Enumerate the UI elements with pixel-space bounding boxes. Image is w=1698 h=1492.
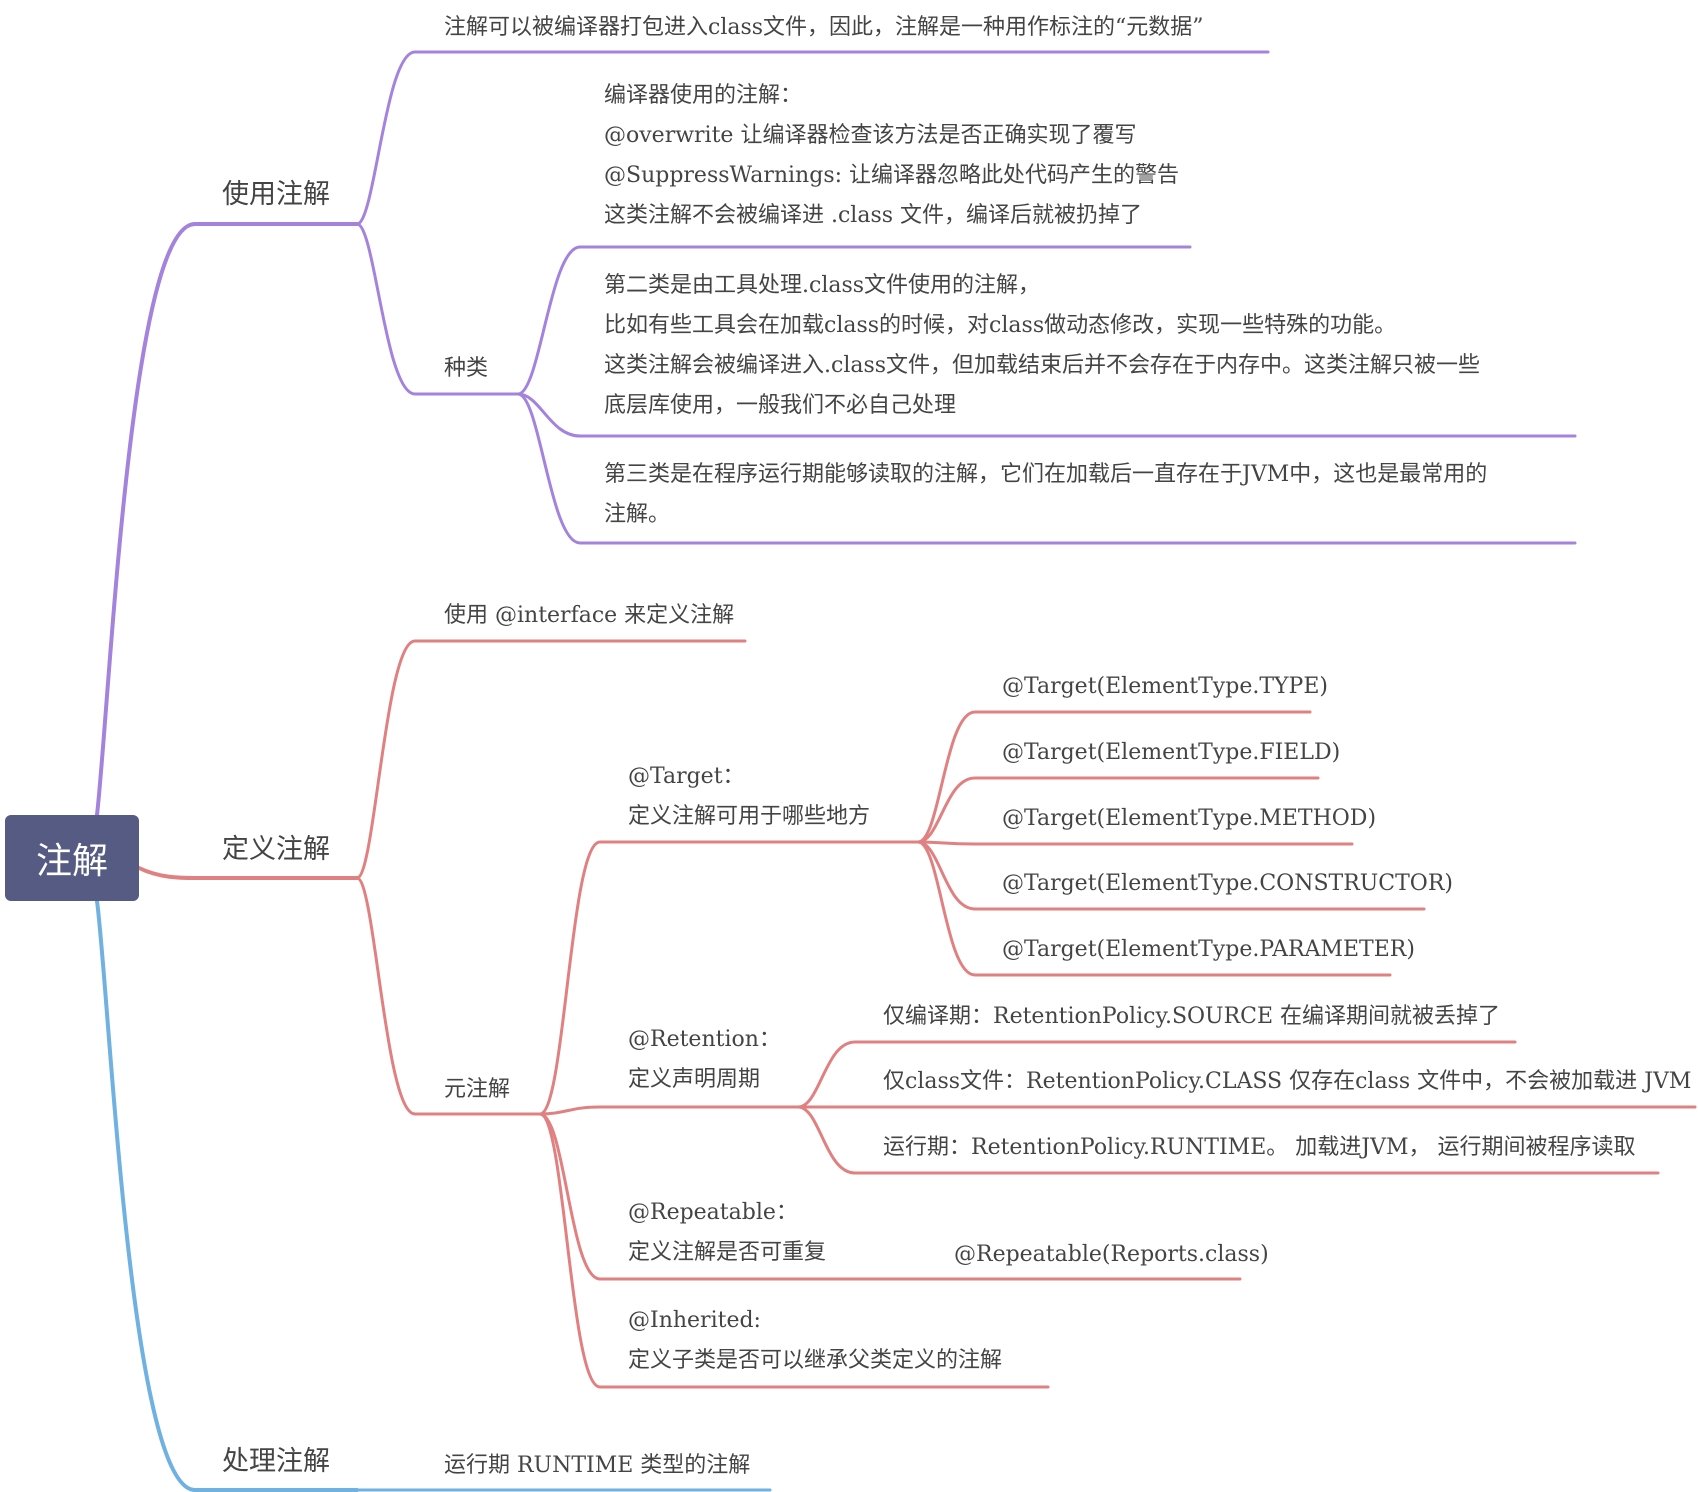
node-target-constructor[interactable]: @Target(ElementType.CONSTRUCTOR) — [1002, 871, 1453, 896]
tool-line-3: 这类注解会被编译进入.class文件，但加载结束后并不会存在于内存中。这类注解只… — [604, 353, 1481, 378]
node-repeatable-example[interactable]: @Repeatable(Reports.class) — [954, 1242, 1269, 1267]
node-process[interactable]: 处理注解 — [222, 1446, 330, 1477]
node-kinds-runtime[interactable]: 第三类是在程序运行期能够读取的注解，它们在加载后一直存在于JVM中，这也是最常用… — [604, 455, 1487, 535]
target-line-2: 定义注解可用于哪些地方 — [628, 804, 871, 829]
node-target-field[interactable]: @Target(ElementType.FIELD) — [1002, 740, 1341, 765]
node-inherited[interactable]: @Inherited: 定义子类是否可以继承父类定义的注解 — [628, 1301, 1002, 1381]
connector-kinds-tool — [516, 392, 1577, 438]
compiler-line-4: 这类注解不会被编译进 .class 文件，编译后就被扔掉了 — [604, 203, 1143, 228]
connector-kinds-compiler — [516, 245, 1192, 396]
node-target-parameter[interactable]: @Target(ElementType.PARAMETER) — [1002, 937, 1415, 962]
connector-define-interface — [355, 639, 747, 880]
connector-target-method — [916, 840, 1354, 846]
node-process-note[interactable]: 运行期 RUNTIME 类型的注解 — [444, 1453, 751, 1478]
connector-target-parameter — [916, 840, 1392, 977]
tool-line-2: 比如有些工具会在加载class的时候，对class做动态修改，实现一些特殊的功能… — [604, 313, 1397, 338]
root-node[interactable]: 注解 — [5, 815, 139, 901]
connector-meta-inherited — [538, 1112, 1050, 1389]
connector-retention-runtime — [796, 1105, 1660, 1175]
connector-meta-target — [538, 840, 920, 1116]
repeatable-line-2: 定义注解是否可重复 — [628, 1240, 827, 1265]
connector-target-field — [916, 776, 1320, 844]
connector-retention-source — [796, 1040, 1517, 1109]
node-kinds[interactable]: 种类 — [444, 356, 489, 381]
node-interface-note[interactable]: 使用 @interface 来定义注解 — [444, 603, 735, 628]
repeatable-line-1: @Repeatable： — [628, 1200, 798, 1225]
tool-line-4: 底层库使用，一般我们不必自己处理 — [604, 393, 957, 418]
connector-root-process — [95, 899, 359, 1492]
retention-line-1: @Retention： — [628, 1027, 781, 1052]
connector-root-define — [137, 866, 359, 880]
node-target-type[interactable]: @Target(ElementType.TYPE) — [1002, 674, 1328, 699]
node-retention-runtime[interactable]: 运行期：RetentionPolicy.RUNTIME。 加载进JVM， 运行期… — [883, 1135, 1636, 1160]
tool-line-1: 第二类是由工具处理.class文件使用的注解， — [604, 273, 1041, 298]
connector-kinds-runtime — [516, 392, 1577, 545]
connector-root-usage — [95, 222, 359, 817]
node-kinds-tool[interactable]: 第二类是由工具处理.class文件使用的注解， 比如有些工具会在加载class的… — [604, 266, 1480, 426]
compiler-line-3: @SuppressWarnings: 让编译器忽略此处代码产生的警告 — [604, 163, 1180, 188]
runtime-line-1: 第三类是在程序运行期能够读取的注解，它们在加载后一直存在于JVM中，这也是最常用… — [604, 462, 1488, 487]
node-repeatable[interactable]: @Repeatable： 定义注解是否可重复 — [628, 1193, 826, 1273]
node-define[interactable]: 定义注解 — [222, 834, 330, 865]
inherited-line-2: 定义子类是否可以继承父类定义的注解 — [628, 1348, 1003, 1373]
connector-usage-kinds — [355, 222, 520, 396]
connector-usage-note — [355, 50, 1270, 226]
node-retention-source[interactable]: 仅编译期：RetentionPolicy.SOURCE 在编译期间就被丢掉了 — [883, 1004, 1501, 1029]
connector-meta-retention — [538, 1105, 800, 1116]
connector-target-type — [916, 710, 1312, 844]
connector-meta-repeatable — [538, 1112, 1242, 1281]
target-line-1: @Target： — [628, 764, 745, 789]
node-retention[interactable]: @Retention： 定义声明周期 — [628, 1020, 781, 1100]
retention-line-2: 定义声明周期 — [628, 1067, 761, 1092]
node-target-method[interactable]: @Target(ElementType.METHOD) — [1002, 806, 1377, 831]
node-usage-note[interactable]: 注解可以被编译器打包进入class文件，因此，注解是一种用作标注的“元数据” — [444, 15, 1204, 40]
runtime-line-2: 注解。 — [604, 502, 671, 527]
node-kinds-compiler[interactable]: 编译器使用的注解： @overwrite 让编译器检查该方法是否正确实现了覆写 … — [604, 76, 1179, 236]
node-target[interactable]: @Target： 定义注解可用于哪些地方 — [628, 757, 870, 837]
compiler-line-2: @overwrite 让编译器检查该方法是否正确实现了覆写 — [604, 123, 1137, 148]
compiler-line-1: 编译器使用的注解： — [604, 83, 803, 108]
node-usage[interactable]: 使用注解 — [222, 179, 330, 210]
inherited-line-1: @Inherited: — [628, 1308, 761, 1333]
node-retention-class[interactable]: 仅class文件：RetentionPolicy.CLASS 仅存在class … — [883, 1069, 1692, 1094]
node-meta[interactable]: 元注解 — [444, 1077, 511, 1102]
connector-define-meta — [355, 876, 542, 1116]
